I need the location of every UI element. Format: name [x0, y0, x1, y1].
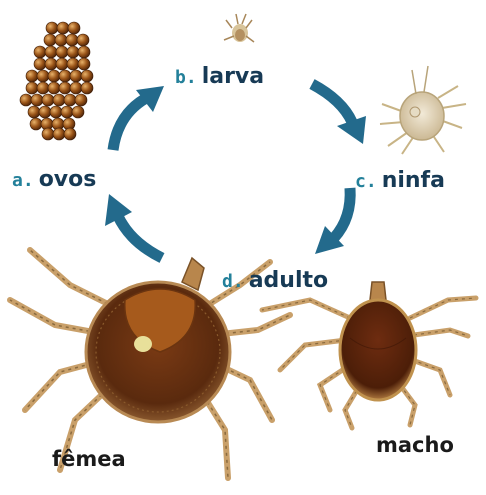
egg [28, 106, 40, 118]
egg [64, 94, 76, 106]
cycle-arrows [105, 84, 366, 258]
egg [70, 82, 82, 94]
egg [45, 46, 57, 58]
egg [53, 128, 65, 140]
egg [56, 46, 68, 58]
stage-name-larva: larva [202, 64, 264, 89]
nymph-illustration [380, 66, 466, 154]
stage-name-adult: adulto [249, 268, 328, 293]
stage-letter-d: d. [222, 271, 244, 292]
egg [26, 70, 38, 82]
egg [48, 82, 60, 94]
stage-name-eggs: ovos [39, 167, 97, 192]
egg [37, 82, 49, 94]
stage-label-larva: b.larva [175, 66, 264, 88]
egg [66, 34, 78, 46]
egg [39, 106, 51, 118]
egg [48, 70, 60, 82]
egg [78, 58, 90, 70]
egg [68, 22, 80, 34]
egg [31, 94, 43, 106]
egg [75, 94, 87, 106]
egg [44, 34, 56, 46]
egg [77, 34, 89, 46]
egg [42, 128, 54, 140]
egg [59, 70, 71, 82]
egg [55, 34, 67, 46]
egg [67, 58, 79, 70]
egg [59, 82, 71, 94]
stage-letter-b: b. [175, 67, 197, 88]
egg [57, 22, 69, 34]
stage-letter-c: c. [355, 171, 377, 192]
egg [42, 94, 54, 106]
larva-illustration [224, 14, 254, 42]
arrow-larva-to-nymph [312, 84, 352, 122]
stage-letter-a: a. [12, 170, 34, 191]
egg [61, 106, 73, 118]
arrow-adult-to-eggs [118, 216, 162, 258]
egg [56, 58, 68, 70]
egg [53, 94, 65, 106]
egg [20, 94, 32, 106]
egg [67, 46, 79, 58]
arrow-eggs-to-larva [113, 96, 150, 150]
stage-name-nymph: ninfa [382, 168, 445, 193]
stage-label-adult: d.adulto [222, 270, 328, 292]
male-tick-illustration [262, 282, 476, 428]
arrow-nymph-to-adult [334, 188, 350, 238]
egg [34, 58, 46, 70]
egg [46, 22, 58, 34]
egg [34, 46, 46, 58]
male-caption: macho [376, 435, 454, 456]
egg [37, 70, 49, 82]
egg [30, 118, 42, 130]
egg [81, 82, 93, 94]
egg [72, 106, 84, 118]
egg [26, 82, 38, 94]
egg [70, 70, 82, 82]
egg [81, 70, 93, 82]
egg-cluster-illustration [20, 22, 93, 140]
stage-label-eggs: a.ovos [12, 169, 96, 191]
egg [45, 58, 57, 70]
egg [78, 46, 90, 58]
egg [64, 128, 76, 140]
stage-label-nymph: c.ninfa [355, 170, 445, 192]
egg [50, 106, 62, 118]
female-caption: fêmea [52, 449, 126, 470]
